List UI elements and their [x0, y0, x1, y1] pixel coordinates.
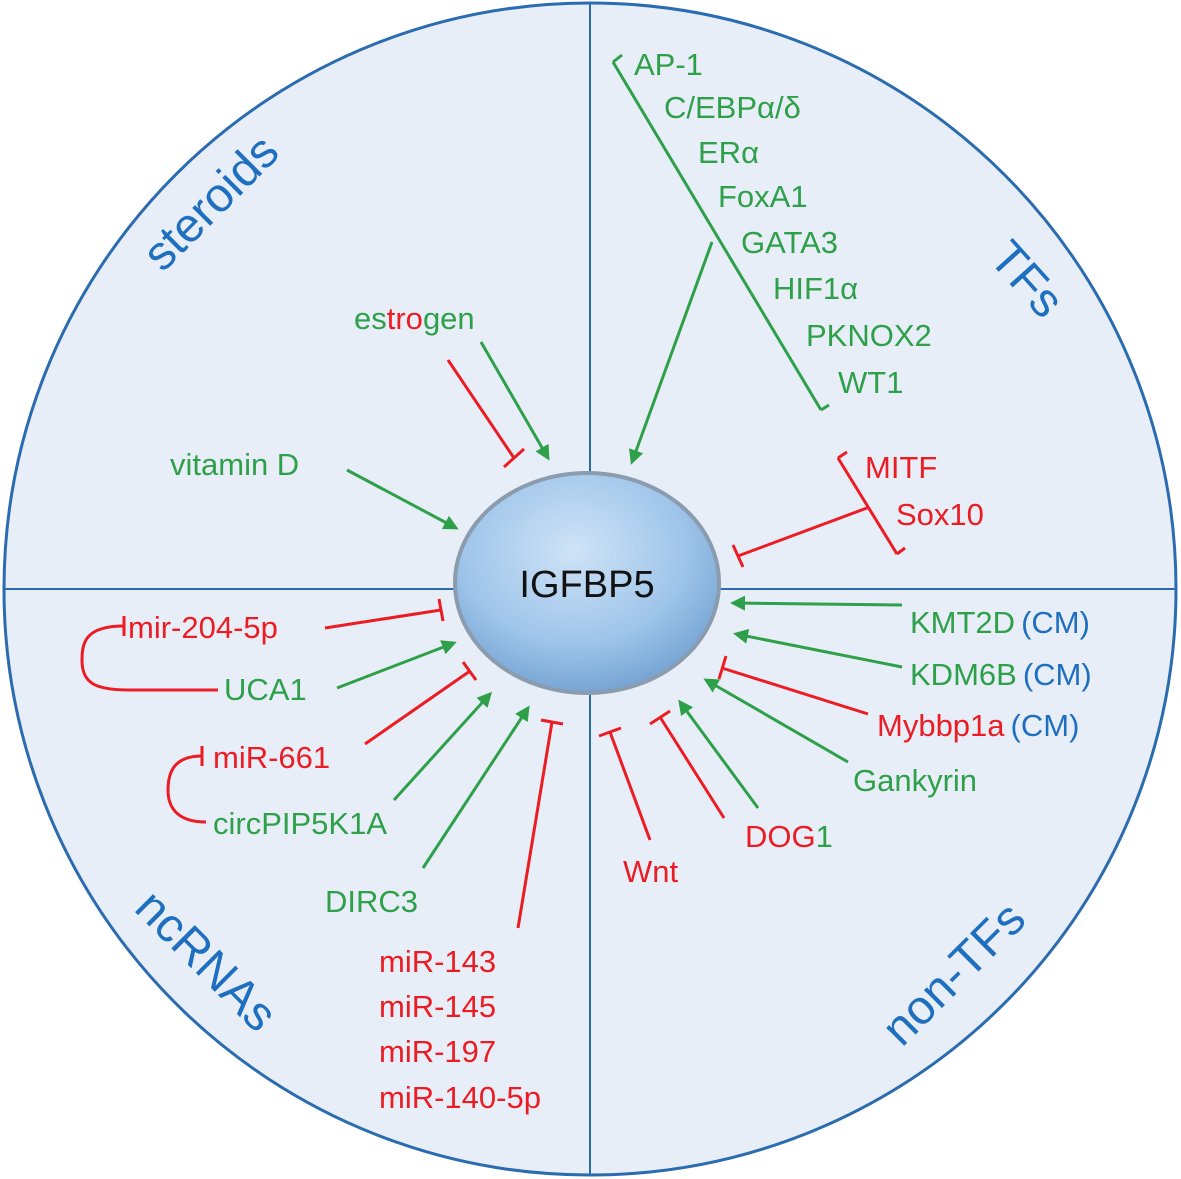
gankyrin-arrow — [703, 678, 849, 764]
kdm6b-label: KDM6B(CM) — [910, 657, 1092, 692]
mir661-inhibit-bar — [461, 661, 478, 681]
mitf-sox10-bracket-top-tick — [837, 450, 848, 460]
estrogen-part-3: gen — [423, 301, 475, 336]
mir204-inhibit-line — [324, 608, 442, 630]
kmt2d-arrow — [730, 595, 903, 611]
mitf-sox10-inhibit-bar — [731, 544, 745, 568]
estrogen-part-2: tro — [387, 301, 423, 336]
wnt-inhibit-bar — [598, 726, 622, 738]
tf-label-cebp: C/EBPα/δ — [664, 90, 801, 125]
estrogen-activate-arrow — [479, 341, 550, 461]
mir140-label: miR-140-5p — [379, 1080, 541, 1115]
circpip-arrow — [392, 691, 493, 802]
kdm6b-name: KDM6B — [910, 657, 1017, 692]
kdm6b-cm: (CM) — [1023, 657, 1092, 692]
mir-cluster-list: miR-143 miR-145 miR-197 miR-140-5p — [379, 944, 541, 1115]
connectors — [80, 53, 906, 929]
mybbp1a-inhibit-line — [721, 666, 869, 716]
mirs-inhibit-bar — [540, 718, 564, 726]
mybbp1a-inhibit-bar — [717, 655, 728, 680]
vitamin-d-label: vitamin D — [170, 447, 299, 482]
wnt-label: Wnt — [623, 854, 679, 889]
mir204-uca1-loop — [80, 624, 218, 692]
mitf-sox10-bracket-bottom-tick — [896, 546, 906, 556]
mir143-label: miR-143 — [379, 944, 496, 979]
estrogen-label: estrogen — [354, 301, 475, 336]
mir204-label: mir-204-5p — [128, 610, 278, 645]
tfs-activate-arrow — [629, 241, 714, 465]
dirc3-arrow — [421, 705, 530, 869]
estrogen-inhibit-bar — [502, 447, 526, 469]
mir145-label: miR-145 — [379, 989, 496, 1024]
mybbp1a-cm: (CM) — [1011, 708, 1080, 743]
dog1-activate-arrow — [678, 699, 760, 809]
vitamin-d-arrow — [346, 468, 459, 530]
tf-label-mitf: MITF — [865, 450, 937, 485]
mir661-circpip-loop — [166, 754, 207, 824]
tfs-bracket-line — [611, 61, 823, 411]
circpip-label: circPIP5K1A — [213, 806, 387, 841]
tf-label-era: ERα — [698, 135, 759, 170]
kdm6b-arrow — [733, 628, 903, 669]
gankyrin-label: Gankyrin — [853, 763, 977, 798]
tf-label-pknox2: PKNOX2 — [806, 318, 932, 353]
mitf-sox10-inhibit-line — [737, 506, 868, 558]
dog1-inhibit-bar — [649, 709, 671, 726]
uca1-label: UCA1 — [224, 672, 307, 707]
kmt2d-cm: (CM) — [1021, 605, 1090, 640]
dog1-part-2: 1 — [816, 819, 833, 854]
mir204-inhibit-bar — [437, 598, 445, 622]
tfs-bracket-top-tick — [612, 53, 623, 64]
kmt2d-name: KMT2D — [910, 605, 1015, 640]
mybbp1a-label: Mybbp1a(CM) — [877, 708, 1079, 743]
mirs-inhibit-line — [516, 721, 554, 929]
tf-label-gata3: GATA3 — [741, 225, 838, 260]
wnt-inhibit-line — [608, 731, 652, 841]
mybbp1a-name: Mybbp1a — [877, 708, 1005, 743]
tf-activator-list: AP-1 C/EBPα/δ ERα FoxA1 GATA3 HIF1α PKNO… — [634, 47, 932, 400]
mir661-inhibit-line — [364, 669, 471, 746]
igfbp5-node — [453, 471, 721, 695]
tf-label-sox10: Sox10 — [896, 497, 984, 532]
uca1-arrow — [336, 640, 457, 690]
dog1-inhibit-line — [658, 716, 726, 819]
dog1-label: DOG1 — [745, 819, 833, 854]
tf-label-ap1: AP-1 — [634, 47, 703, 82]
tf-label-hif1a: HIF1α — [773, 271, 858, 306]
mitf-sox10-bracket-line — [836, 457, 899, 555]
mir197-label: miR-197 — [379, 1034, 496, 1069]
tf-label-wt1: WT1 — [838, 365, 903, 400]
estrogen-part-1: es — [354, 301, 387, 336]
kmt2d-label: KMT2D(CM) — [910, 605, 1090, 640]
dog1-part-1: DOG — [745, 819, 816, 854]
mir661-label: miR-661 — [213, 740, 330, 775]
tf-label-foxa1: FoxA1 — [718, 179, 808, 214]
tfs-bracket-bottom-tick — [820, 403, 830, 412]
igfbp5-label: IGFBP5 — [519, 564, 654, 606]
dirc3-label: DIRC3 — [325, 884, 418, 919]
estrogen-inhibit-line — [446, 359, 516, 459]
